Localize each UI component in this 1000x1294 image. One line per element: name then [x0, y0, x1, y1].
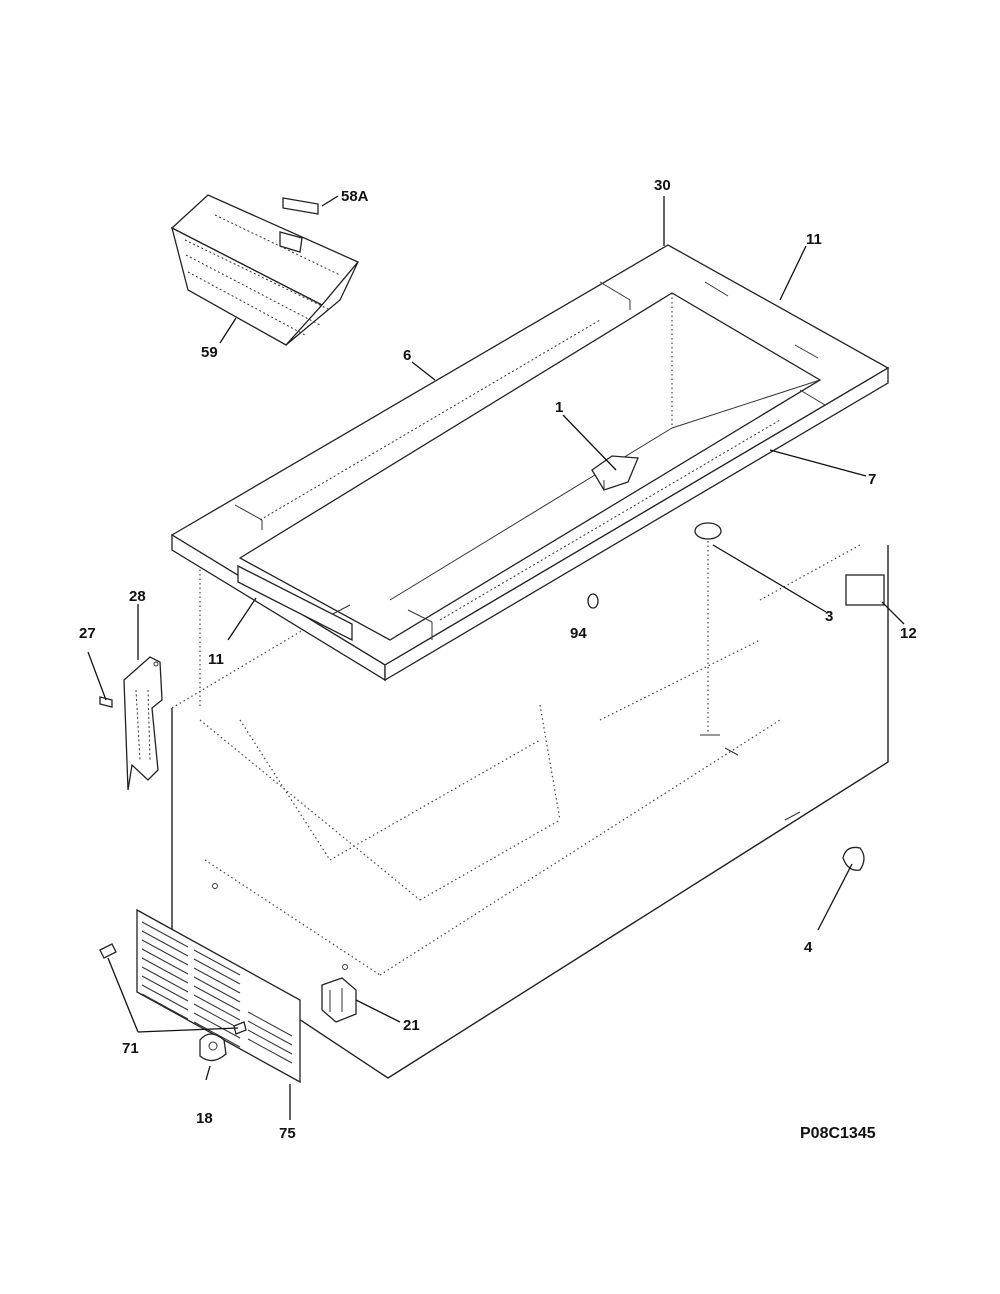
label-7: 7 [868, 471, 876, 488]
part-58a-tag [282, 197, 319, 215]
part-4-foot [842, 846, 865, 871]
grille-slat [141, 957, 189, 984]
grille-slat [193, 967, 241, 994]
grille-slat [193, 994, 241, 1021]
grille-slat [193, 985, 241, 1012]
grille-slat [141, 939, 189, 966]
label-59: 59 [201, 344, 218, 361]
grille-slat [141, 966, 189, 993]
label-58a: 58A [341, 188, 369, 205]
label-30: 30 [654, 177, 671, 194]
label-94: 94 [570, 625, 587, 642]
part-59-basket [170, 194, 360, 346]
grille-slat [193, 958, 241, 985]
cabinet-body [171, 544, 889, 1079]
grille-slat [193, 1012, 241, 1039]
label-4: 4 [804, 939, 813, 956]
label-18: 18 [196, 1110, 213, 1127]
leader-lines [87, 195, 905, 1120]
grille-slat [141, 948, 189, 975]
part-1-latch [591, 455, 639, 491]
grille-slat [141, 921, 189, 948]
callout-labels: 58A 59 30 11 6 1 7 28 27 11 3 12 94 4 21… [79, 177, 917, 1142]
grille-slat [247, 1020, 293, 1046]
grille-slat [247, 1011, 293, 1037]
label-3: 3 [825, 608, 833, 625]
grille-slat [141, 993, 189, 1020]
label-6: 6 [403, 347, 411, 364]
part-12-plate [845, 574, 885, 606]
grille-slat [193, 976, 241, 1003]
lid-breaker-frame [170, 244, 890, 682]
part-28-hinge [123, 656, 163, 791]
part-27-screw [99, 696, 113, 708]
label-28: 28 [129, 588, 146, 605]
part-18-knob [199, 1033, 227, 1062]
grille-slat [141, 975, 189, 1002]
grille-slat [193, 1003, 241, 1030]
label-12: 12 [900, 625, 917, 642]
label-11-top: 11 [806, 231, 822, 248]
grille-slat [193, 1021, 241, 1048]
label-75: 75 [279, 1125, 296, 1142]
label-71: 71 [122, 1040, 139, 1057]
part-94-ring [587, 593, 599, 609]
label-1: 1 [555, 399, 563, 416]
grille-slat [141, 930, 189, 957]
part-21-switch [321, 977, 357, 1023]
grille-slat [247, 1029, 293, 1055]
label-27: 27 [79, 625, 96, 642]
part-3-plug [694, 522, 739, 756]
grille-slat [247, 1038, 293, 1064]
grille-slat [193, 949, 241, 976]
label-11-left: 11 [208, 651, 224, 668]
label-21: 21 [403, 1017, 420, 1034]
part-75-grille [136, 908, 301, 1084]
diagram-code: P08C1345 [800, 1125, 876, 1142]
part-71-screws [99, 943, 247, 1035]
grille-slat [141, 984, 189, 1011]
